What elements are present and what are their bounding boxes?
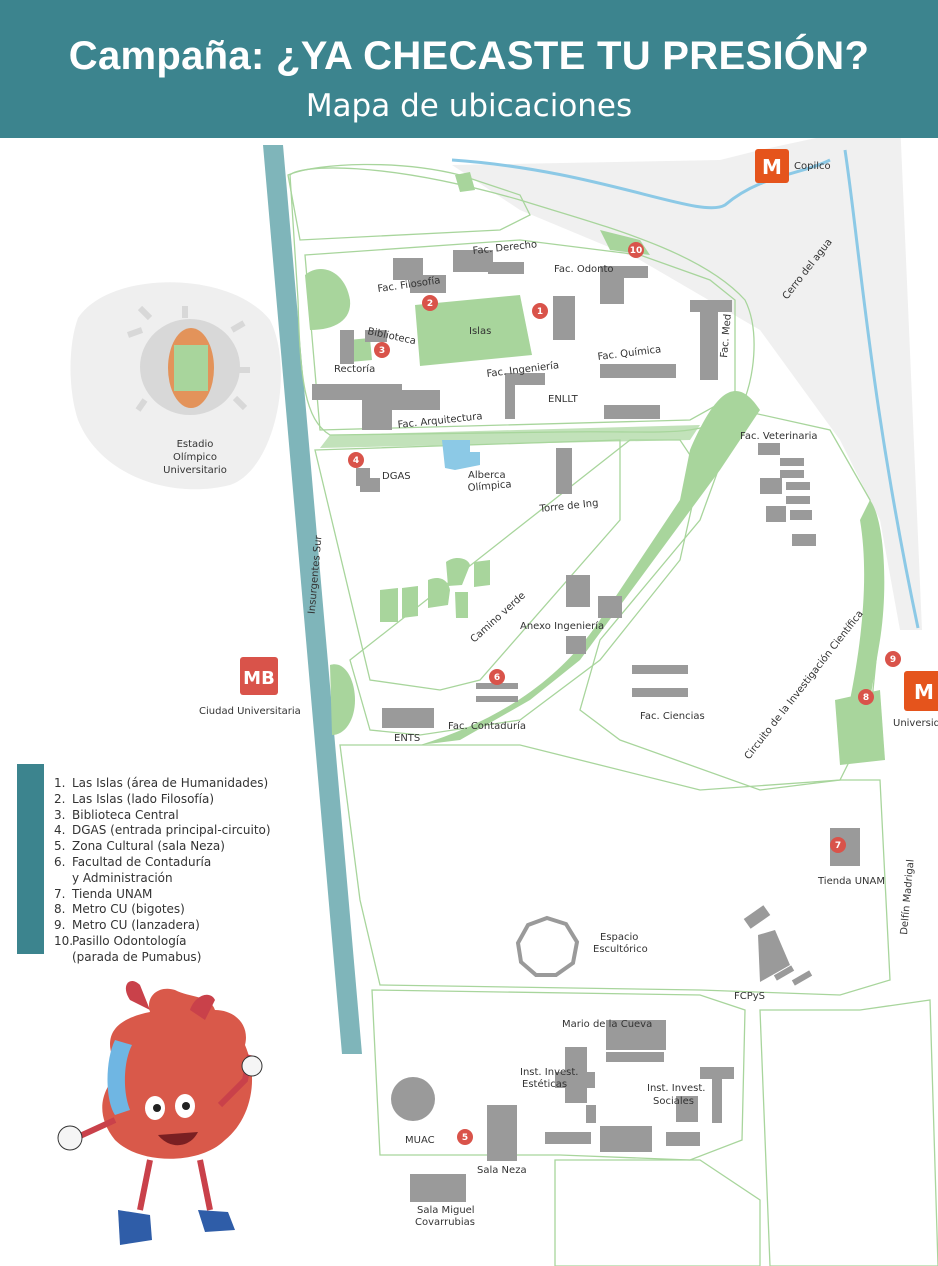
pin-6[interactable]: 6 — [489, 669, 505, 685]
label-alberca-2: Olímpica — [467, 478, 512, 494]
label-fac-quimica: Fac. Química — [597, 343, 662, 363]
legend-list: 1.Las Islas (área de Humanidades) 2.Las … — [54, 776, 314, 966]
map-subtitle: Mapa de ubicaciones — [305, 88, 633, 124]
campus-map: Estadio Olímpico Universitario Insurgent… — [57, 138, 938, 1266]
road-outlines — [287, 163, 938, 1266]
pin-2[interactable]: 2 — [422, 295, 438, 311]
label-alberca-1: Alberca — [468, 470, 506, 481]
pin-9[interactable]: 9 — [885, 651, 901, 667]
label-sociales-2: Sociales — [653, 1096, 694, 1107]
header-banner: Campaña: ¿YA CHECASTE TU PRESIÓN? Mapa d… — [0, 0, 938, 138]
metrobus-cu-icon: MB Ciudad Universitaria — [199, 657, 301, 717]
label-torre-ing: Torre de Ing — [538, 498, 599, 515]
estadio-label-3: Universitario — [163, 465, 227, 476]
label-copilco: Copilco — [794, 161, 831, 172]
label-fac-ciencias: Fac. Ciencias — [640, 711, 705, 722]
label-fcpys: FCPyS — [734, 991, 765, 1002]
cerro-del-agua-line — [451, 149, 920, 629]
pin-4[interactable]: 4 — [348, 452, 364, 468]
svg-text:2: 2 — [427, 299, 433, 309]
label-espacio-2: Escultórico — [593, 943, 648, 955]
pin-7[interactable]: 7 — [830, 837, 846, 853]
label-delfin-madrigal: Delfín Madrigal — [898, 859, 917, 935]
buildings — [312, 250, 860, 1202]
svg-text:1: 1 — [537, 307, 543, 317]
label-dgas: DGAS — [382, 471, 411, 482]
label-sala-miguel-2: Covarrubias — [415, 1217, 475, 1228]
pin-1[interactable]: 1 — [532, 303, 548, 319]
label-ciudad-universitaria: Ciudad Universitaria — [199, 706, 301, 717]
label-fac-arquitectura: Fac. Arquitectura — [397, 411, 483, 431]
legend-item: 6.Facultad de Contaduría — [54, 854, 212, 869]
heart-mascot-illustration — [57, 980, 263, 1245]
svg-text:10: 10 — [630, 246, 643, 256]
legend-item: y Administración — [72, 870, 173, 885]
label-biblioteca: Biblioteca — [366, 326, 417, 347]
label-sala-miguel-1: Sala Miguel — [417, 1205, 475, 1216]
svg-text:9: 9 — [890, 655, 896, 665]
svg-text:8: 8 — [863, 693, 869, 703]
pin-5[interactable]: 5 — [457, 1129, 473, 1145]
pin-8[interactable]: 8 — [858, 689, 874, 705]
label-rectoria: Rectoría — [334, 363, 375, 375]
svg-text:3: 3 — [379, 346, 385, 356]
label-esteticas-1: Inst. Invest. — [520, 1067, 578, 1078]
label-esteticas-2: Estéticas — [522, 1078, 567, 1090]
label-tienda-unam: Tienda UNAM — [817, 876, 885, 887]
alberca-water — [442, 440, 480, 470]
label-ents: ENTS — [394, 733, 420, 744]
pin-10[interactable]: 10 — [628, 242, 644, 258]
label-anexo-ing: Anexo Ingeniería — [520, 620, 604, 632]
estadio-label-2: Olímpico — [173, 451, 217, 463]
label-fac-odonto: Fac. Odonto — [554, 264, 614, 275]
legend-item: 5.Zona Cultural (sala Neza) — [54, 839, 225, 854]
svg-text:7: 7 — [835, 841, 841, 851]
legend-item: 3.Biblioteca Central — [54, 807, 179, 822]
estadio-olimpico: Estadio Olímpico Universitario — [70, 282, 281, 490]
label-fac-contaduria: Fac. Contaduría — [448, 720, 526, 732]
legend-item: 1.Las Islas (área de Humanidades) — [54, 776, 269, 790]
label-mario-cueva: Mario de la Cueva — [562, 1019, 652, 1030]
legend-accent-bar — [17, 764, 44, 954]
legend-item: 7.Tienda UNAM — [54, 886, 153, 901]
svg-text:M: M — [762, 155, 782, 179]
pin-3[interactable]: 3 — [374, 342, 390, 358]
metro-copilco-icon: M Copilco — [755, 149, 831, 183]
label-fac-med: Fac. Med — [719, 314, 734, 359]
label-sociales-1: Inst. Invest. — [647, 1083, 705, 1094]
metro-universidad-icon: M Universidad — [893, 671, 938, 729]
legend-item: 9.Metro CU (lanzadera) — [54, 918, 200, 933]
legend-item: (parada de Pumabus) — [72, 949, 202, 964]
svg-text:MB: MB — [243, 668, 275, 689]
label-espacio-1: Espacio — [600, 932, 638, 943]
legend-item: 8.Metro CU (bigotes) — [54, 902, 185, 917]
svg-text:M: M — [914, 680, 934, 704]
insurgentes-avenue — [263, 145, 362, 1054]
svg-text:6: 6 — [494, 673, 500, 683]
label-islas: Islas — [469, 326, 491, 337]
label-fac-derecho: Fac. Derecho — [472, 239, 537, 257]
label-universidad: Universidad — [893, 718, 938, 729]
svg-text:4: 4 — [353, 456, 359, 466]
campaign-title: Campaña: ¿YA CHECASTE TU PRESIÓN? — [68, 34, 870, 78]
estadio-label-1: Estadio — [177, 439, 214, 450]
svg-text:5: 5 — [462, 1133, 468, 1143]
legend-item: 4.DGAS (entrada principal-circuito) — [54, 823, 271, 838]
legend-item: 10.Pasillo Odontología — [54, 933, 187, 948]
copilco-zone — [452, 138, 922, 630]
label-enllt: ENLLT — [548, 394, 579, 405]
label-sala-neza: Sala Neza — [477, 1165, 527, 1176]
espacio-escultorico-ring — [515, 915, 580, 977]
label-muac: MUAC — [405, 1135, 435, 1146]
label-fac-veterinaria: Fac. Veterinaria — [740, 431, 817, 442]
legend-item: 2.Las Islas (lado Filosofía) — [54, 791, 215, 806]
label-camino-verde: Camino verde — [469, 590, 528, 645]
